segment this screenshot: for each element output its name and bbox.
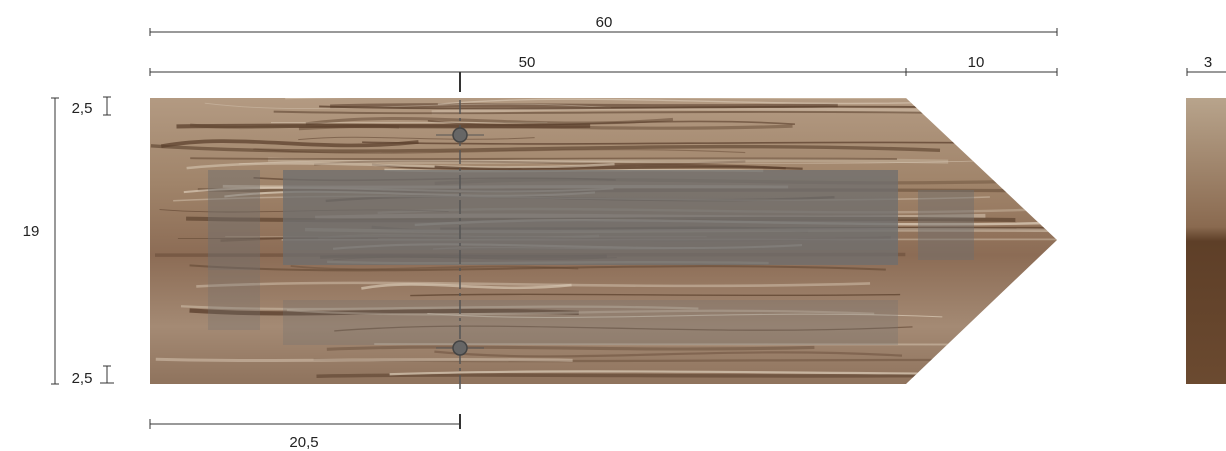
engraving-block	[283, 220, 898, 250]
engraving-block	[283, 170, 898, 265]
dimension-lines	[51, 28, 1226, 429]
dim-side-thickness: 3	[1204, 54, 1212, 71]
engraving-block	[918, 190, 974, 260]
dim-body-length: 50	[519, 54, 536, 71]
screw-hole-top	[452, 127, 468, 143]
engraving-block	[208, 170, 260, 270]
side-view-board	[1186, 98, 1226, 384]
engraving-block	[208, 270, 260, 330]
dim-tip-length: 10	[968, 54, 985, 71]
dim-bottom-margin: 2,5	[72, 370, 93, 387]
screw-hole-bottom	[452, 340, 468, 356]
dim-total-length: 60	[596, 14, 613, 31]
dim-hole-offset: 20,5	[289, 434, 318, 451]
engraving-areas	[208, 170, 974, 345]
engraving-block	[283, 300, 898, 345]
dim-height: 19	[23, 223, 40, 240]
dim-top-margin: 2,5	[72, 100, 93, 117]
